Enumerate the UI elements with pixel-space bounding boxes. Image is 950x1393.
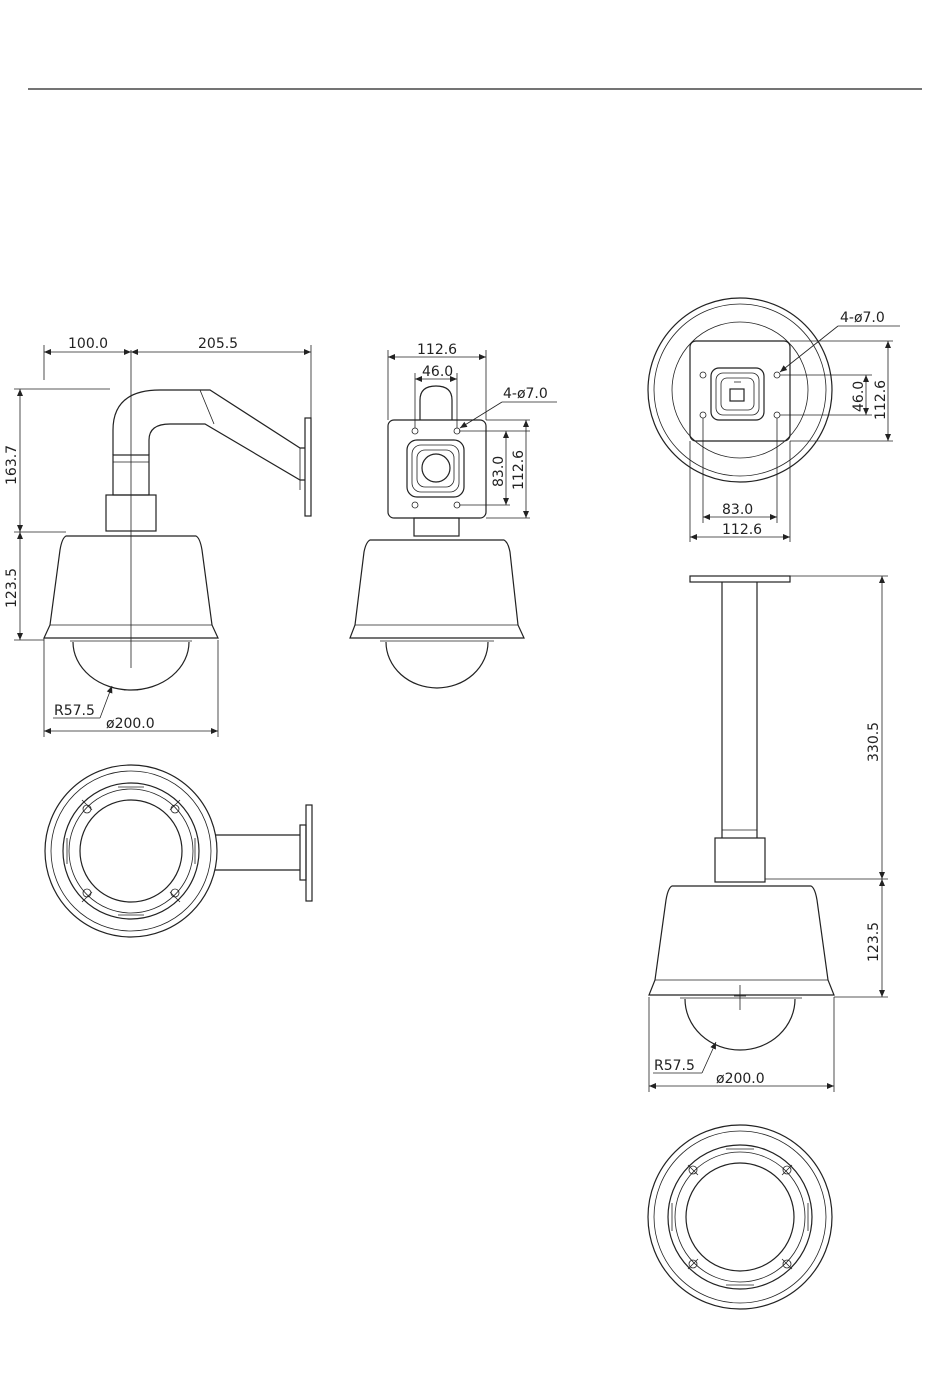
dim-pendant-dome-radius: R57.5 — [654, 1058, 695, 1074]
wall-plate-dimensions: 112.6 46.0 4-ø7.0 83.0 112.6 — [388, 342, 557, 518]
wall-mount-side-view — [44, 350, 311, 690]
dim-ceiling-holes: 4-ø7.0 — [840, 310, 885, 326]
dim-pole-length: 330.5 — [866, 722, 882, 762]
dim-arm-offset: 100.0 — [68, 336, 108, 352]
dim-arm-height: 163.7 — [4, 445, 20, 485]
dim-diameter: ø200.0 — [106, 716, 155, 732]
dim-plate-holes: 4-ø7.0 — [503, 386, 548, 402]
ceiling-plate-view — [648, 298, 832, 482]
dim-ceiling-height: 112.6 — [873, 380, 889, 420]
dim-ceiling-inner-width: 83.0 — [722, 502, 753, 518]
pendant-mount-bottom-view — [648, 1125, 832, 1309]
dim-plate-height: 112.6 — [511, 450, 527, 490]
dim-pendant-diameter: ø200.0 — [716, 1071, 765, 1087]
pendant-mount-side-view — [649, 576, 834, 1050]
dim-pendant-body-height: 123.5 — [866, 922, 882, 962]
pendant-dimensions: 330.5 123.5 R57.5 ø200.0 — [649, 576, 888, 1092]
wall-mount-top-view — [45, 765, 312, 937]
dim-plate-inner-width: 46.0 — [422, 364, 453, 380]
dim-plate-inner-height: 83.0 — [491, 456, 507, 487]
dim-body-height: 123.5 — [4, 568, 20, 608]
dim-ceiling-width: 112.6 — [722, 522, 762, 538]
dim-dome-radius: R57.5 — [54, 703, 95, 719]
dim-ceiling-inner-height: 46.0 — [851, 381, 867, 412]
ceiling-plate-dimensions: 4-ø7.0 46.0 112.6 83.0 112.6 — [690, 310, 900, 542]
dim-arm-length: 205.5 — [198, 336, 238, 352]
dim-plate-width: 112.6 — [417, 342, 457, 358]
